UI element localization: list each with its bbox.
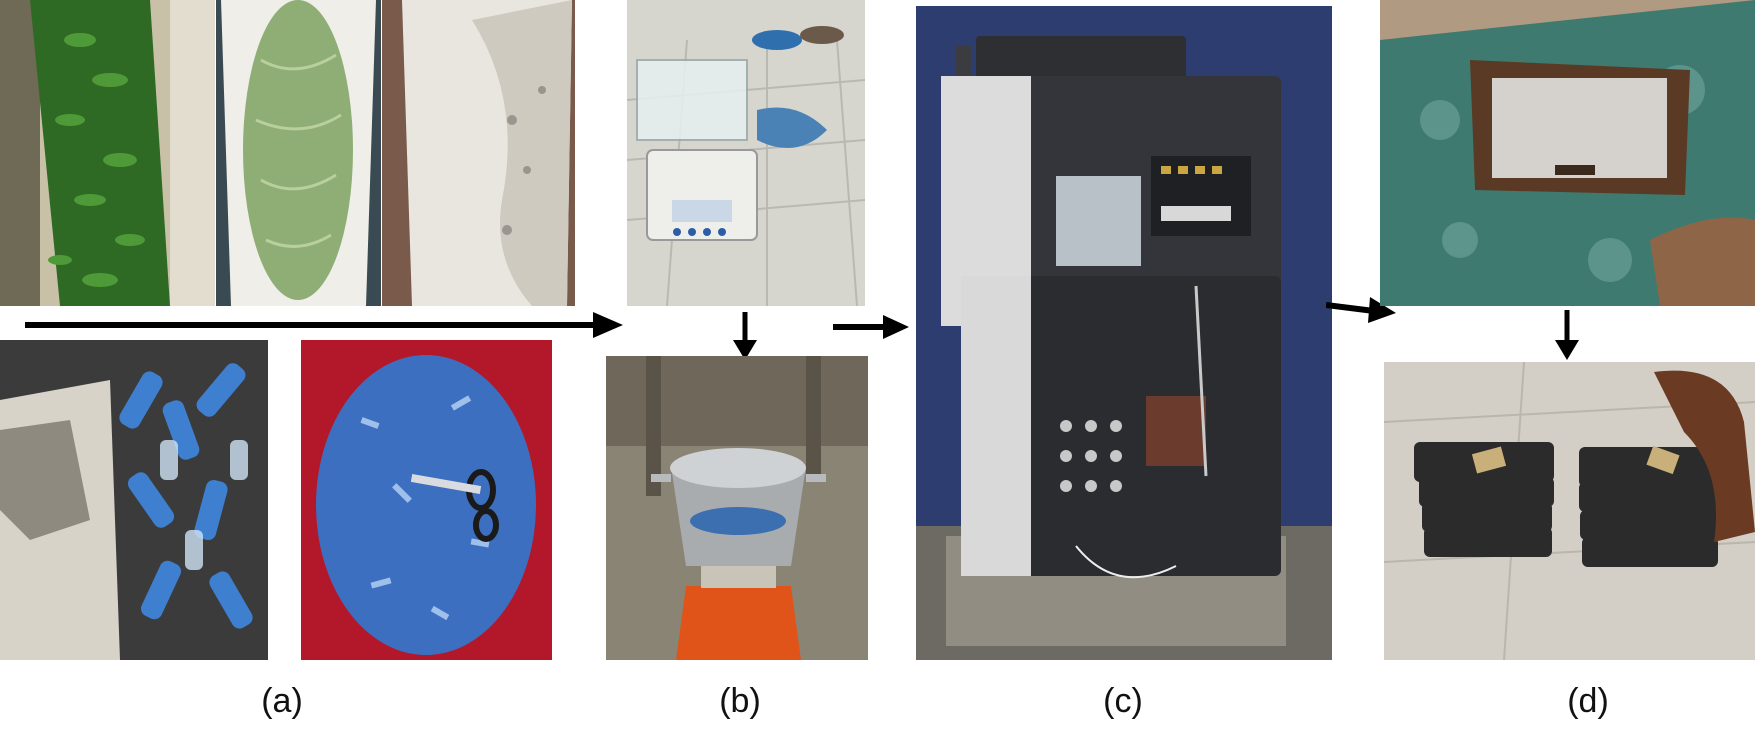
panel-label-b: (b)	[719, 682, 761, 720]
photo-testing-machine	[916, 6, 1332, 660]
arrow-right-icon	[25, 312, 623, 338]
photo-white-powder-sack	[382, 0, 575, 306]
photo-plastic-bottle-pile	[0, 340, 268, 660]
arrow-down-icon	[1555, 310, 1579, 360]
photo-mould-with-sample	[1380, 0, 1755, 306]
arrow-down-icon	[733, 312, 757, 360]
panel-label-a: (a)	[261, 682, 303, 720]
arrow-right-icon	[1326, 297, 1396, 323]
photo-digital-balance	[627, 0, 865, 306]
photo-shredded-plastic-tray	[301, 340, 552, 660]
arrow-right-icon	[833, 315, 909, 339]
photo-green-fibre-sack	[216, 0, 381, 306]
photo-cooking-pot-on-gas-cylinder	[606, 356, 868, 660]
photo-banana-leaf-pile	[0, 0, 215, 306]
photo-stacked-tiles-in-hand	[1384, 362, 1755, 660]
panel-label-c: (c)	[1103, 682, 1143, 720]
panel-label-d: (d)	[1567, 682, 1609, 720]
